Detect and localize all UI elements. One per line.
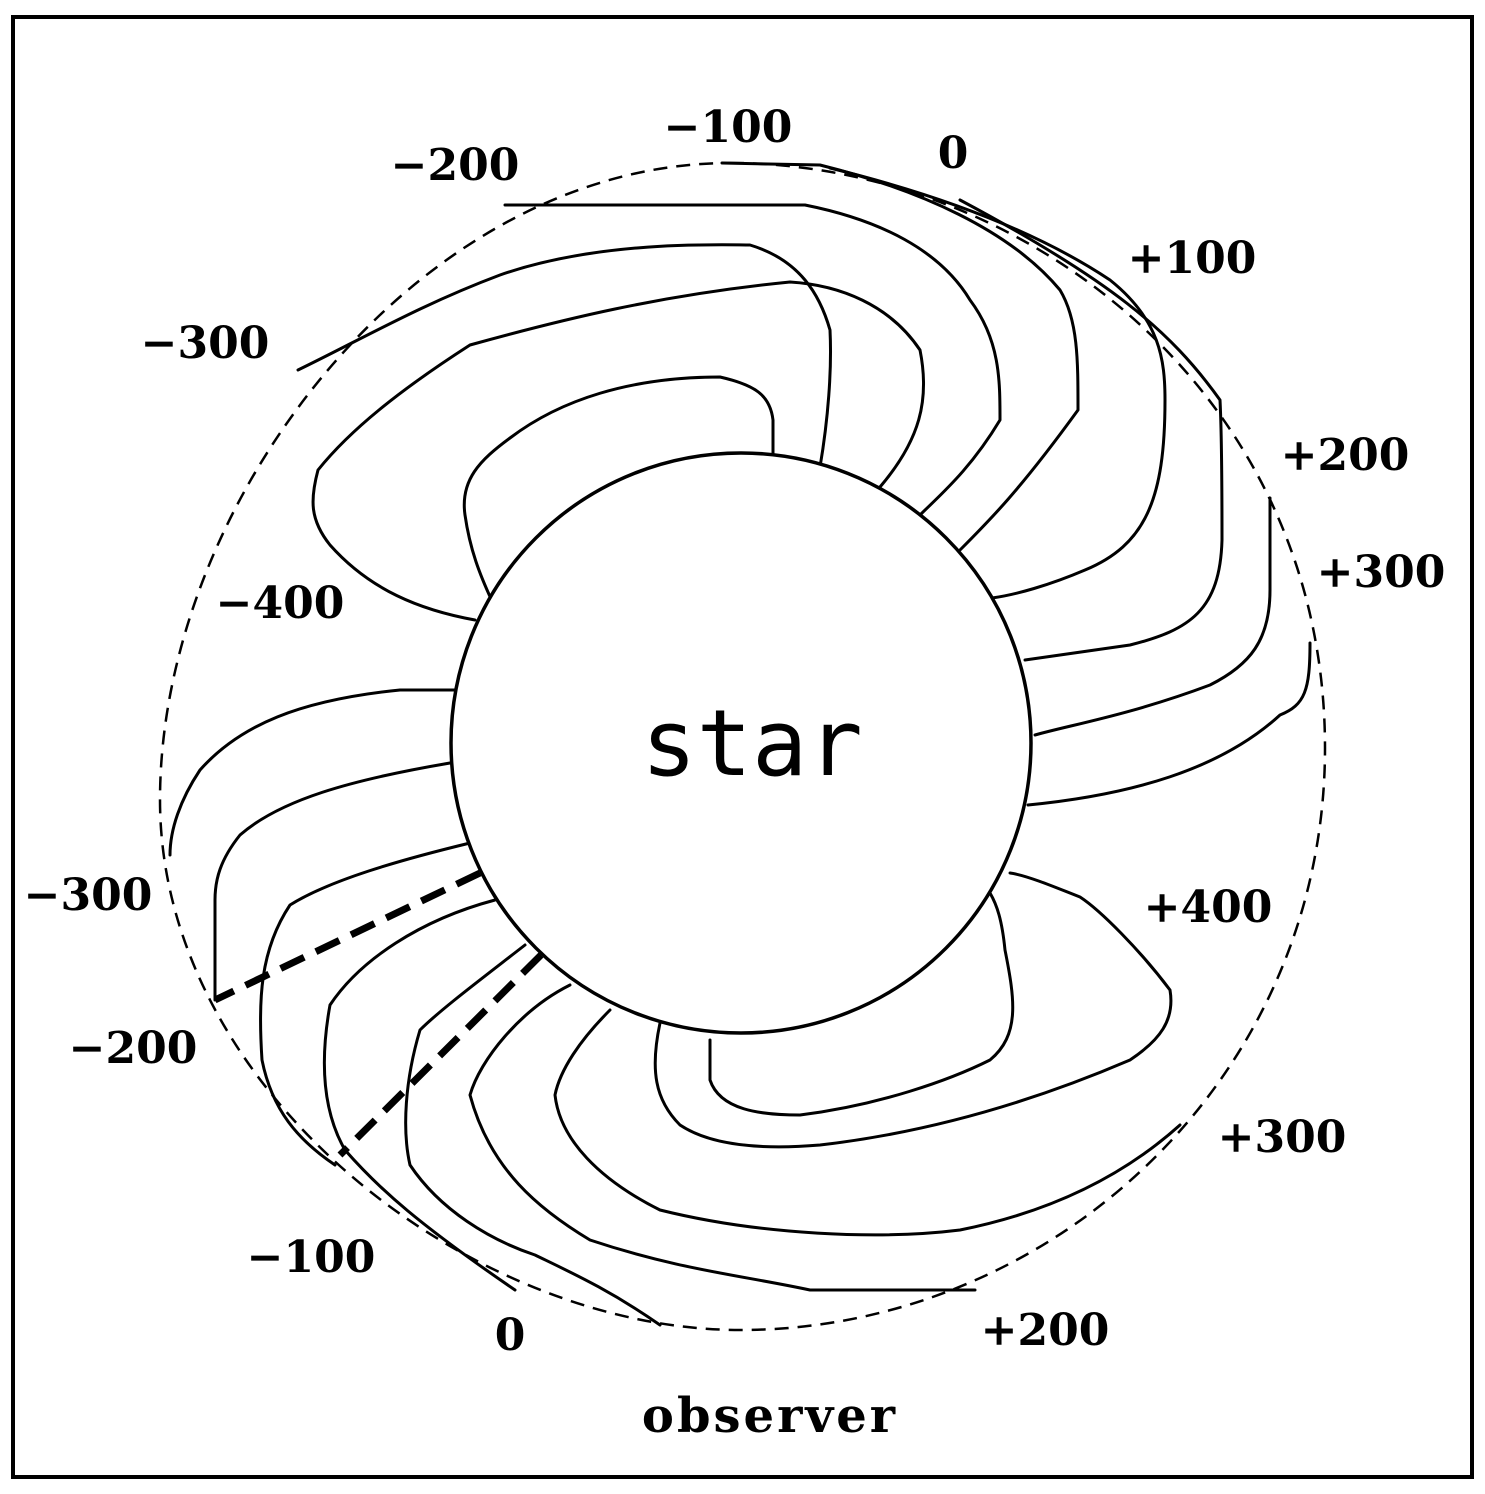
contour-label: +400 [1144,882,1273,933]
contour-line [311,280,926,622]
contour-line [1033,496,1272,737]
contour-line [503,203,1002,517]
contour-label: −200 [69,1023,198,1074]
contour-line [1026,641,1312,807]
contour-label: +200 [1281,430,1410,481]
contour-label: 0 [938,128,969,179]
contour-line [958,198,1224,662]
contour-line [168,688,457,857]
contour-line [404,943,662,1327]
contour-line [213,761,452,1002]
contour-label: +200 [981,1305,1110,1356]
contour-line [296,243,833,469]
contour-label: −400 [216,578,345,629]
contour-line [468,983,977,1292]
contour-label: −100 [247,1232,376,1283]
contour-label: 0 [495,1310,526,1361]
contour-line [258,841,472,1167]
contour-label: +300 [1218,1112,1347,1163]
frame-border [11,15,1474,1479]
contour-label: +100 [1128,233,1257,284]
contour-line [708,891,1015,1117]
star-label: star [641,690,863,797]
contour-label: −200 [391,140,520,191]
sight-line-dashed [337,952,544,1158]
contour-line [322,898,517,1292]
sight-line-dashed [213,869,482,1004]
contour-line [462,375,775,603]
star-disk [449,451,1033,1035]
contour-label: −100 [664,102,793,153]
contour-label: −300 [24,870,153,921]
contour-label: +300 [1317,547,1446,598]
contour-label: −300 [141,318,270,369]
contour-line [720,161,1080,552]
contour-line [653,871,1173,1149]
outer-envelope-dashed [158,161,1327,1332]
contour-line [553,1008,1182,1237]
observer-label: observer [642,1388,898,1444]
